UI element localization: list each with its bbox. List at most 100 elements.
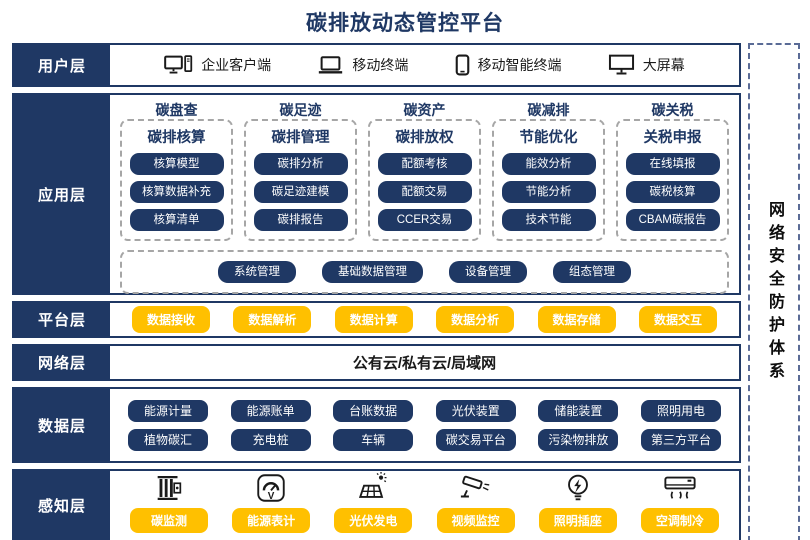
svg-text:V: V <box>268 491 275 502</box>
app-module-pill: 碳排报告 <box>253 209 348 231</box>
data-source-row: 能源计量 能源账单 台账数据 光伏装置 储能装置 照明用电 <box>128 399 721 422</box>
layer-stack: 用户层 企业客户端 <box>12 43 741 540</box>
solar-panel-icon <box>356 471 390 505</box>
perception-layer-label: 感知层 <box>14 471 110 540</box>
device-label: 大屏幕 <box>642 57 685 73</box>
app-module-pill: 节能分析 <box>501 181 596 203</box>
app-module-pill: 在线填报 <box>625 153 720 175</box>
app-column-carbon-asset: 碳资产 碳排放权 配额考核 配额交易 CCER交易 <box>368 100 481 241</box>
app-column-carbon-footprint: 碳足迹 碳排管理 碳排分析 碳足迹建模 碳排报告 <box>244 100 357 241</box>
app-column-carbon-inventory: 碳盘查 碳排核算 核算模型 核算数据补充 核算清单 <box>120 100 233 241</box>
network-layer-text: 公有云/私有云/局域网 <box>352 355 497 372</box>
app-module-title: 关税申报 <box>643 130 702 146</box>
security-sidebar: 网络安全防护体系 <box>748 43 800 540</box>
energy-meter-icon: V <box>254 471 288 505</box>
data-source-pill: 植物碳汇 <box>128 428 208 451</box>
data-source-pill: 照明用电 <box>640 399 721 422</box>
app-module-pill: 配额考核 <box>377 153 472 175</box>
sensor-label-pill: 能源表计 <box>232 508 311 533</box>
app-category-label: 碳盘查 <box>155 102 198 118</box>
common-module-pill: 基础数据管理 <box>322 261 423 283</box>
platform-pill: 数据解析 <box>233 306 312 333</box>
app-module-title: 碳排管理 <box>271 130 330 146</box>
data-layer-body: 能源计量 能源账单 台账数据 光伏装置 储能装置 照明用电 植物碳汇 充电桩 车… <box>110 389 739 461</box>
app-column-box: 节能优化 能效分析 节能分析 技术节能 <box>492 119 605 241</box>
app-column-box: 碳排放权 配额考核 配额交易 CCER交易 <box>368 119 481 241</box>
app-module-pill: 核算清单 <box>129 209 224 231</box>
data-layer-label: 数据层 <box>14 389 110 461</box>
app-module-pill: 核算模型 <box>129 153 224 175</box>
platform-pill: 数据存储 <box>537 306 616 333</box>
laptop-icon <box>317 55 344 75</box>
app-module-pill: 能效分析 <box>501 153 596 175</box>
platform-pill: 数据接收 <box>132 306 210 333</box>
common-modules-box: 系统管理 基础数据管理 设备管理 组态管理 <box>120 250 729 294</box>
data-source-pill: 车辆 <box>333 428 414 451</box>
app-module-pill: 碳足迹建模 <box>253 181 348 203</box>
application-layer-label: 应用层 <box>14 95 110 293</box>
application-layer-body: 碳盘查 碳排核算 核算模型 核算数据补充 核算清单 碳足迹 碳排管理 <box>110 95 739 294</box>
page-title: 碳排放动态管控平台 <box>306 12 504 35</box>
data-source-pill: 充电桩 <box>230 428 311 451</box>
user-layer: 用户层 企业客户端 <box>12 43 741 87</box>
app-column-box: 关税申报 在线填报 碳税核算 CBAM碳报告 <box>616 119 729 241</box>
data-source-pill: 能源账单 <box>230 399 311 422</box>
platform-pill: 数据计算 <box>334 306 413 333</box>
smartphone-icon <box>455 54 470 76</box>
platform-layer-body: 数据接收 数据解析 数据计算 数据分析 数据存储 数据交互 <box>110 303 739 336</box>
data-source-pill: 光伏装置 <box>435 399 516 422</box>
platform-pill: 数据分析 <box>436 306 515 333</box>
app-category-label: 碳关税 <box>651 102 694 118</box>
user-layer-label: 用户层 <box>14 45 110 85</box>
app-module-title: 碳排核算 <box>147 130 206 146</box>
sensor-label-pill: 光伏发电 <box>334 508 413 533</box>
data-source-pill: 第三方平台 <box>640 428 721 451</box>
sensor-item: 光伏发电 <box>330 471 416 533</box>
app-column-box: 碳排核算 核算模型 核算数据补充 核算清单 <box>120 119 233 241</box>
data-source-pill: 储能装置 <box>538 399 619 422</box>
security-sidebar-text: 网络安全防护体系 <box>766 200 783 385</box>
network-layer: 网络层 公有云/私有云/局域网 <box>12 344 741 381</box>
carbon-monitor-icon <box>152 471 186 505</box>
app-category-label: 碳资产 <box>403 102 446 118</box>
common-module-pill: 组态管理 <box>553 261 631 283</box>
perception-layer-body: 碳监测 V 能源表计 <box>110 471 739 540</box>
application-layer: 应用层 碳盘查 碳排核算 核算模型 核算数据补充 核算清单 <box>12 93 741 295</box>
sensor-label-pill: 照明插座 <box>538 508 617 533</box>
device-label: 移动终端 <box>352 57 409 73</box>
device-item: 企业客户端 <box>164 55 271 75</box>
perception-layer: 感知层 碳监测 <box>12 469 741 540</box>
device-label: 企业客户端 <box>201 57 272 73</box>
data-source-row: 植物碳汇 充电桩 车辆 碳交易平台 污染物排放 第三方平台 <box>128 428 721 451</box>
app-column-carbon-reduction: 碳减排 节能优化 能效分析 节能分析 技术节能 <box>492 100 605 241</box>
device-label: 移动智能终端 <box>477 57 562 73</box>
platform-pill: 数据交互 <box>638 306 717 333</box>
cctv-camera-icon <box>459 471 493 505</box>
data-layer: 数据层 能源计量 能源账单 台账数据 光伏装置 储能装置 照明用电 植物碳汇 充… <box>12 387 741 463</box>
desktop-client-icon <box>164 55 193 75</box>
device-item: 大屏幕 <box>608 54 685 76</box>
data-source-pill: 碳交易平台 <box>435 428 516 451</box>
device-item: 移动智能终端 <box>455 54 562 76</box>
air-conditioner-icon <box>663 471 697 505</box>
light-bulb-icon <box>561 471 595 505</box>
sensor-label-pill: 空调制冷 <box>640 508 719 533</box>
platform-layer-label: 平台层 <box>14 303 110 336</box>
sensor-item: V 能源表计 <box>228 471 314 533</box>
device-item: 移动终端 <box>317 55 408 75</box>
app-module-pill: 配额交易 <box>377 181 472 203</box>
sensor-item: 空调制冷 <box>637 471 723 533</box>
common-module-pill: 系统管理 <box>218 261 296 283</box>
data-source-pill: 台账数据 <box>333 399 414 422</box>
app-module-pill: 技术节能 <box>501 209 596 231</box>
network-layer-body: 公有云/私有云/局域网 <box>110 346 739 379</box>
diagram-content: 用户层 企业客户端 <box>0 43 810 540</box>
sensor-item: 视频监控 <box>433 471 519 533</box>
app-category-label: 碳减排 <box>527 102 570 118</box>
app-column-box: 碳排管理 碳排分析 碳足迹建模 碳排报告 <box>244 119 357 241</box>
user-layer-body: 企业客户端 移动终端 <box>110 45 739 85</box>
app-category-label: 碳足迹 <box>279 102 322 118</box>
sensor-label-pill: 视频监控 <box>436 508 515 533</box>
data-source-pill: 能源计量 <box>128 399 208 422</box>
